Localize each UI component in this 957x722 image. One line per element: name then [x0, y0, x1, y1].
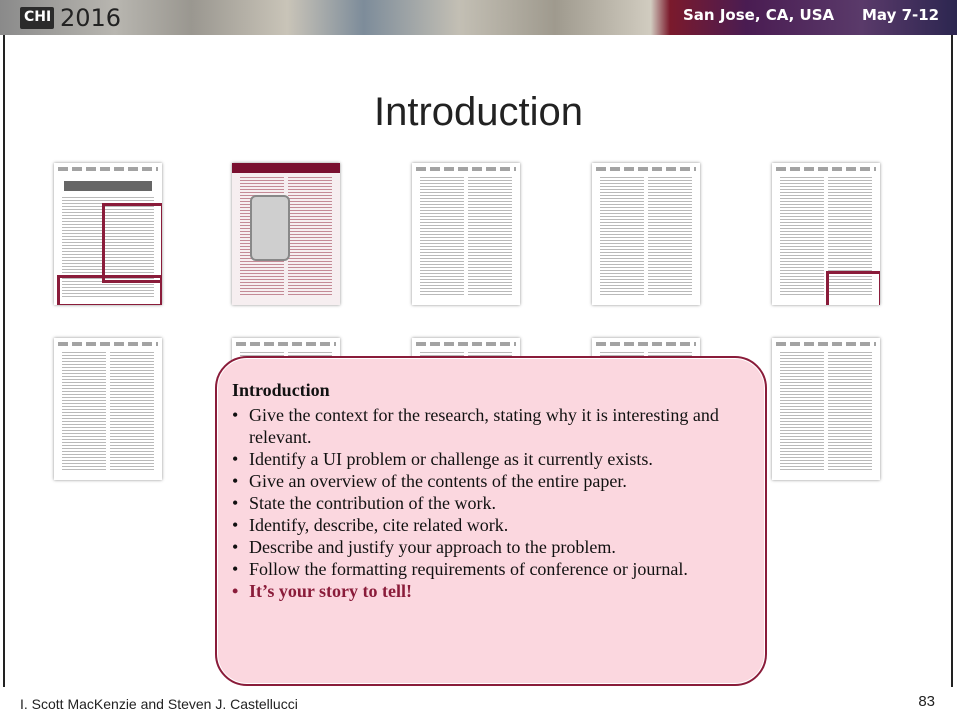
- phone-image: [250, 195, 290, 261]
- conference-banner: CHI 2016 San Jose, CA, USA May 7-12: [0, 0, 957, 35]
- chi-logo: CHI: [20, 7, 54, 29]
- slide-title: Introduction: [373, 90, 584, 134]
- banner-year: 2016: [60, 4, 122, 32]
- list-item: •State the contribution of the work.: [232, 493, 496, 513]
- list-item: •Identify, describe, cite related work.: [232, 515, 509, 535]
- callout-heading: Introduction: [232, 380, 330, 400]
- paper-page-thumbnail: [772, 338, 880, 480]
- paper-page-thumbnail: [772, 163, 880, 305]
- list-item: •Describe and justify your approach to t…: [232, 537, 616, 557]
- paper-page-thumbnail: [54, 338, 162, 480]
- slide-border-right: [951, 35, 953, 687]
- slide-number: 83: [918, 693, 935, 710]
- introduction-callout: Introduction •Give the context for the r…: [215, 356, 767, 686]
- paper-page-thumbnail: [412, 163, 520, 305]
- list-item: •Follow the formatting requirements of c…: [232, 559, 688, 579]
- paper-page-thumbnail: [54, 163, 162, 305]
- list-item-highlight: •It’s your story to tell!: [232, 581, 412, 601]
- footer-authors: I. Scott MacKenzie and Steven J. Castell…: [20, 696, 298, 712]
- list-item: •Give an overview of the contents of the…: [232, 471, 627, 491]
- list-item: •Identify a UI problem or challenge as i…: [232, 449, 653, 469]
- list-item: •Give the context for the research, stat…: [232, 405, 719, 447]
- paper-page-thumbnail: [592, 163, 700, 305]
- banner-location: San Jose, CA, USA: [683, 6, 835, 24]
- callout-bullet-list: •Give the context for the research, stat…: [232, 404, 757, 602]
- banner-dates: May 7-12: [862, 6, 940, 24]
- slide-border-left: [3, 35, 5, 687]
- paper-page-thumbnail: [232, 163, 340, 305]
